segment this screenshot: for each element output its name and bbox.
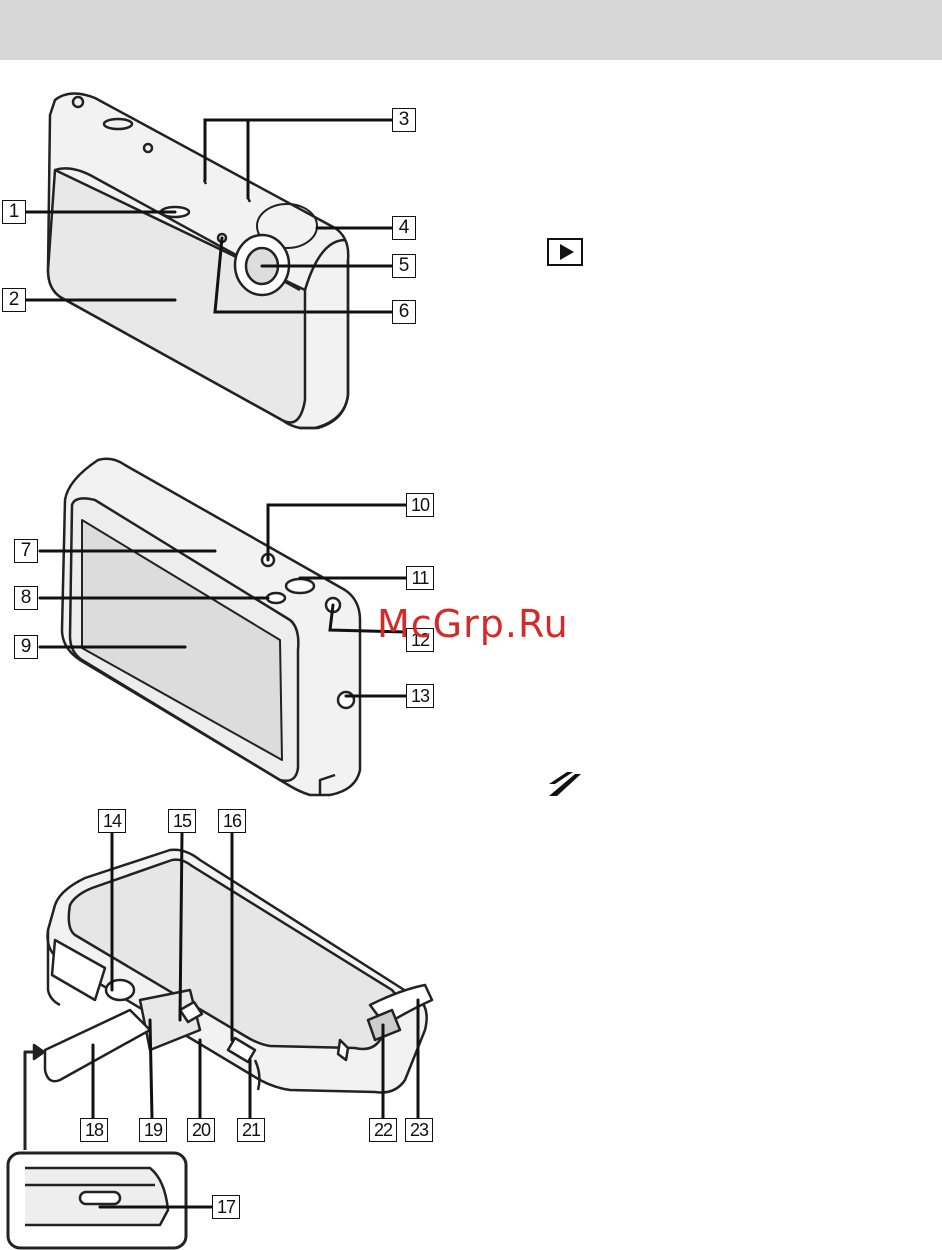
callout-11: 11 [406,566,434,590]
camera-bottom-view [25,850,432,1150]
callout-6: 6 [392,300,416,324]
callout-15: 15 [168,809,196,833]
camera-back-view [62,459,360,795]
playback-button-icon [547,238,583,266]
callout-2: 2 [2,288,26,312]
callout-10: 10 [406,493,434,517]
callout-20: 20 [187,1118,215,1142]
callout-18: 18 [80,1118,108,1142]
callout-21: 21 [237,1118,265,1142]
watermark-text: McGrp.Ru [377,602,569,646]
inset-detail [8,1153,186,1248]
callout-13: 13 [406,684,434,708]
callout-3: 3 [392,108,416,132]
callout-1: 1 [2,200,26,224]
callout-7: 7 [14,539,38,563]
callout-16: 16 [218,809,246,833]
callout-8: 8 [14,586,38,610]
callout-23: 23 [405,1118,433,1142]
camera-front-view [48,93,348,428]
callout-22: 22 [369,1118,397,1142]
callout-19: 19 [139,1118,167,1142]
callout-17: 17 [212,1195,240,1219]
callout-4: 4 [392,216,416,240]
callout-9: 9 [14,635,38,659]
callout-5: 5 [392,254,416,278]
note-marker-icon [545,768,585,798]
callout-14: 14 [98,809,126,833]
